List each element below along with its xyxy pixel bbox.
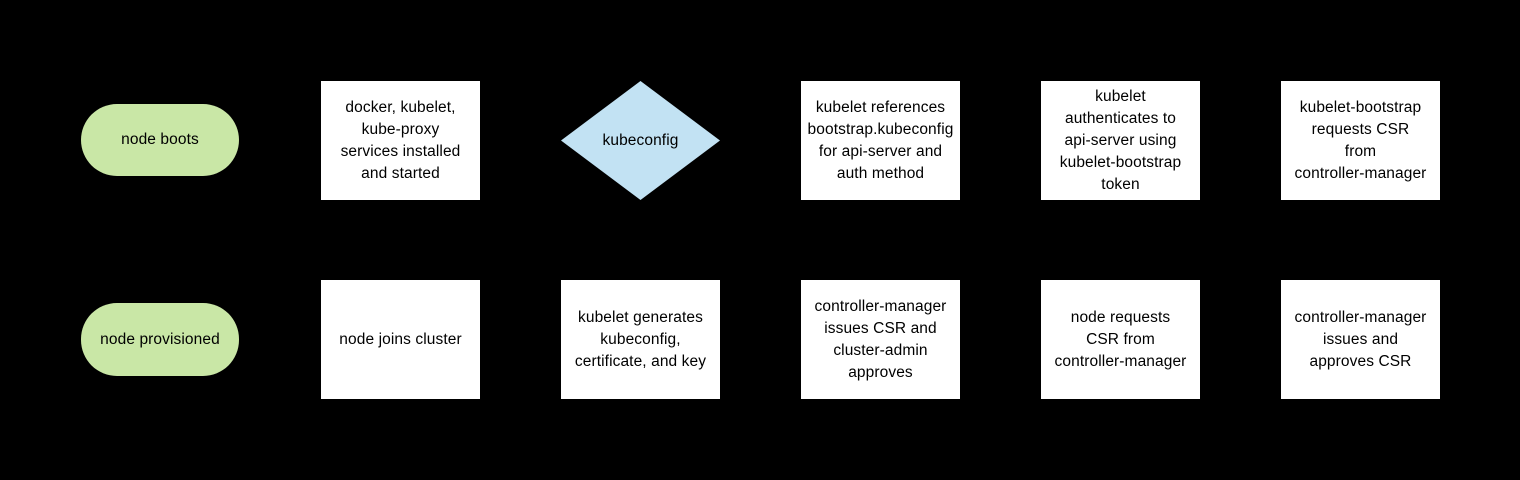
- flow-node-kubelet-references-bootstrap[interactable]: kubelet references bootstrap.kubeconfig …: [801, 81, 960, 200]
- flow-node-label: node requests CSR from controller-manage…: [1054, 308, 1187, 370]
- flow-node-kubelet-bootstrap-requests-csr[interactable]: kubelet-bootstrap requests CSR from cont…: [1281, 81, 1440, 200]
- flow-node-label: controller-manager issues CSR and cluste…: [814, 297, 947, 381]
- flow-node-label: kubelet generates kubeconfig, certificat…: [574, 308, 707, 370]
- flow-node-label: kubelet-bootstrap requests CSR from cont…: [1294, 98, 1427, 182]
- flow-node-controller-manager-issues-approves[interactable]: controller-manager issues and approves C…: [1281, 280, 1440, 399]
- flow-node-label: controller-manager issues and approves C…: [1294, 308, 1427, 370]
- flow-node-label: kubeconfig: [602, 131, 679, 149]
- flow-node-services-installed[interactable]: docker, kubelet, kube-proxy services ins…: [321, 81, 480, 200]
- flow-node-kubelet-authenticates[interactable]: kubelet authenticates to api-server usin…: [1041, 81, 1200, 200]
- flow-node-node-requests-csr[interactable]: node requests CSR from controller-manage…: [1041, 280, 1200, 399]
- flow-node-node-joins-cluster[interactable]: node joins cluster: [321, 280, 480, 399]
- flow-node-label: node boots: [121, 131, 199, 148]
- flow-node-kubeconfig-decision[interactable]: kubeconfig: [561, 81, 720, 200]
- flow-node-label: node provisioned: [100, 330, 220, 348]
- flow-node-controller-manager-issues-csr[interactable]: controller-manager issues CSR and cluste…: [801, 280, 960, 399]
- flow-node-node-boots[interactable]: node boots: [81, 104, 239, 176]
- flow-node-kubelet-generates[interactable]: kubelet generates kubeconfig, certificat…: [561, 280, 720, 399]
- flow-node-label: node joins cluster: [339, 330, 462, 348]
- flow-node-label: kubelet authenticates to api-server usin…: [1059, 87, 1182, 193]
- flow-node-label: docker, kubelet, kube-proxy services ins…: [340, 98, 461, 182]
- flow-node-label: kubelet references bootstrap.kubeconfig …: [807, 98, 954, 182]
- flow-node-node-provisioned[interactable]: node provisioned: [81, 303, 239, 376]
